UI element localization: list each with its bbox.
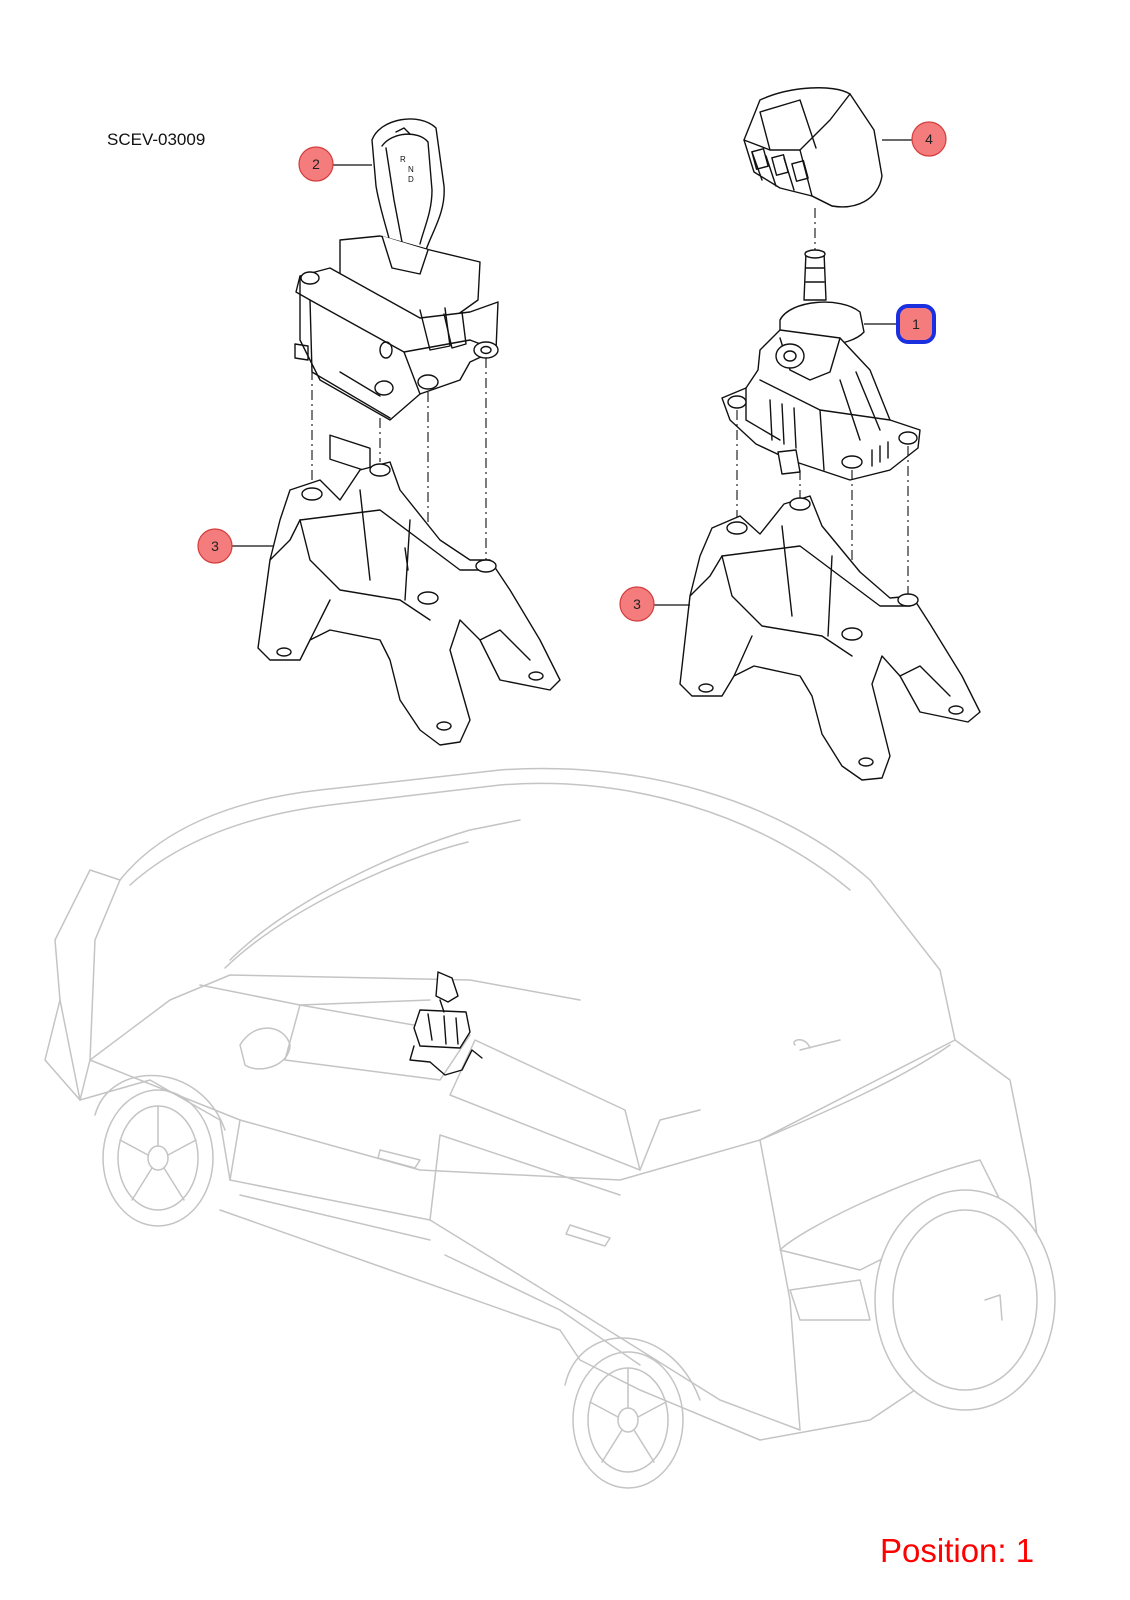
gear-knob-left: R N D bbox=[371, 118, 445, 251]
gear-knob-right bbox=[743, 87, 883, 208]
guide-lines-right bbox=[736, 410, 909, 630]
callout-3-right[interactable]: 3 bbox=[619, 586, 690, 622]
callout-3-right-label: 3 bbox=[633, 596, 641, 612]
vehicle-outline bbox=[44, 767, 1056, 1489]
callout-4-label: 4 bbox=[925, 131, 933, 147]
callout-1-label: 1 bbox=[912, 316, 920, 332]
callout-3-left-label: 3 bbox=[211, 538, 219, 554]
svg-text:R: R bbox=[400, 155, 406, 164]
position-indicator: Position: 1 bbox=[880, 1532, 1035, 1569]
svg-text:N: N bbox=[408, 165, 414, 174]
mounting-bracket-left bbox=[257, 461, 561, 746]
callout-1-highlighted[interactable]: 1 bbox=[864, 304, 936, 344]
shifter-housing-left bbox=[294, 235, 499, 473]
callout-2-label: 2 bbox=[312, 156, 320, 172]
diagram-code: SCEV-03009 bbox=[107, 130, 206, 149]
callout-3-left[interactable]: 3 bbox=[197, 528, 274, 564]
callout-2[interactable]: 2 bbox=[298, 146, 372, 182]
mounting-bracket-right bbox=[679, 495, 981, 781]
shifter-location-in-vehicle bbox=[409, 971, 483, 1076]
shifter-assembly-right bbox=[721, 249, 921, 648]
svg-text:D: D bbox=[408, 175, 414, 184]
callout-4[interactable]: 4 bbox=[882, 121, 947, 157]
